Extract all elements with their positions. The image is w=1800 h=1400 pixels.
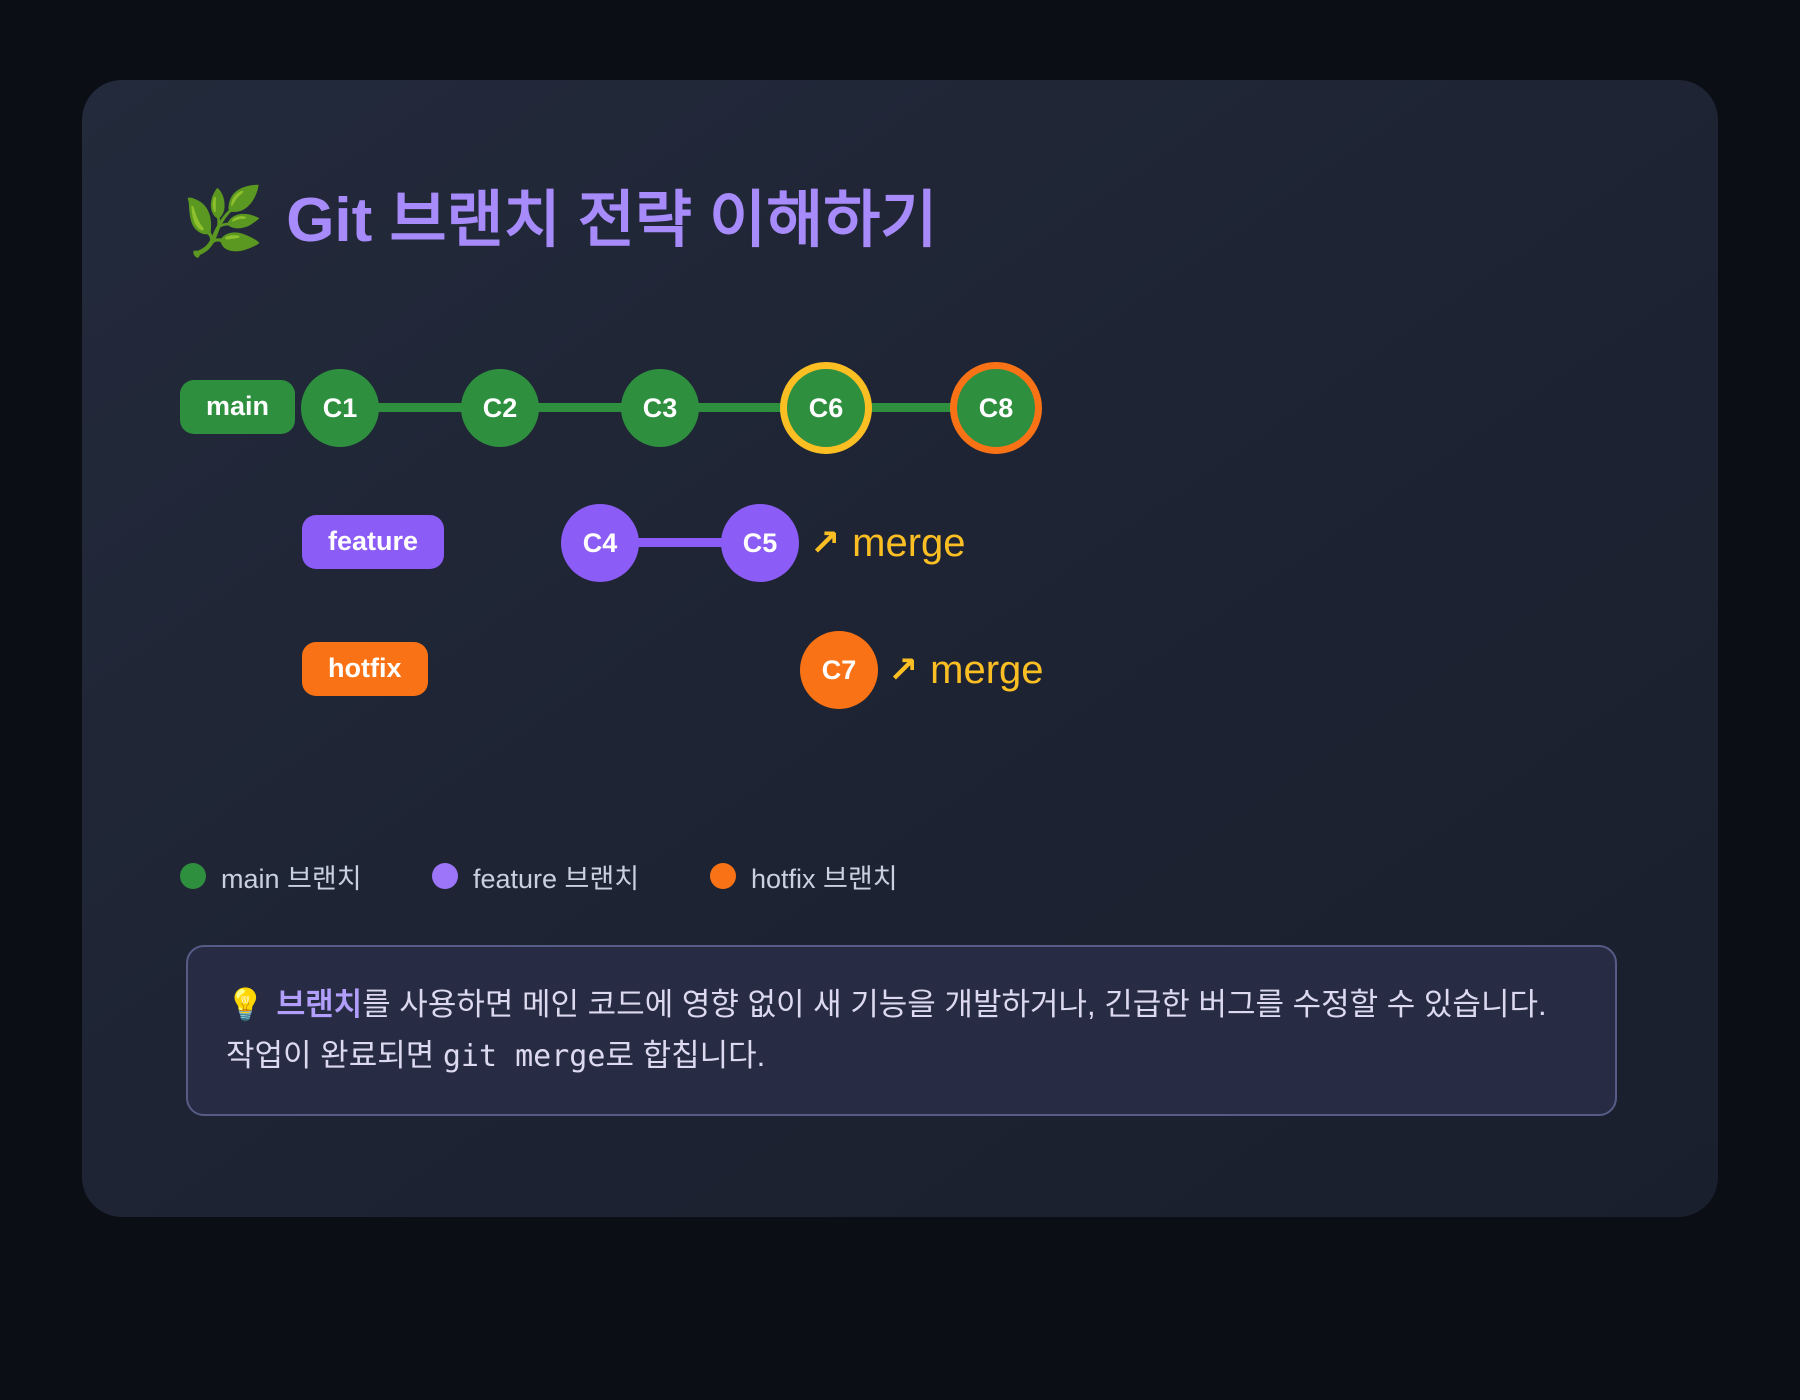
legend-item-main: main 브랜치 xyxy=(180,858,362,894)
commit-node-c5: C5 xyxy=(721,504,799,582)
tip-body-1: 를 사용하면 메인 코드에 영향 없이 새 기능을 개발하거나, 긴급한 버그를… xyxy=(226,987,1547,1074)
legend-item-hotfix: hotfix 브랜치 xyxy=(710,858,898,894)
tip-box: 💡 브랜치를 사용하면 메인 코드에 영향 없이 새 기능을 개발하거나, 긴급한… xyxy=(186,945,1617,1117)
feature-branch-line xyxy=(600,538,760,547)
legend-label-feature: feature 브랜치 xyxy=(473,863,640,894)
merge-arrow-icon: ↗ xyxy=(888,649,919,690)
commit-node-c4: C4 xyxy=(561,504,639,582)
main-branch-dot-icon xyxy=(180,863,206,889)
commit-node-c7: C7 xyxy=(800,631,878,709)
tip-highlight: 브랜치 xyxy=(276,987,363,1022)
feature-merge-text: merge xyxy=(852,520,966,565)
git-merge-code: git merge xyxy=(442,1039,606,1075)
feature-merge-label: ↗ merge xyxy=(810,516,966,570)
commit-node-c2: C2 xyxy=(461,369,539,447)
commit-node-c1: C1 xyxy=(301,369,379,447)
feature-branch-dot-icon xyxy=(432,863,458,889)
legend-label-main: main 브랜치 xyxy=(221,863,362,894)
tip-body-2: 로 합칩니다. xyxy=(605,1038,766,1074)
page-title-text: Git 브랜치 전략 이해하기 xyxy=(286,186,938,255)
commit-node-c8-merge-hotfix: C8 xyxy=(950,362,1042,454)
legend-item-feature: feature 브랜치 xyxy=(432,858,639,894)
page-title: 🌿 Git 브랜치 전략 이해하기 xyxy=(182,184,937,258)
hotfix-merge-text: merge xyxy=(930,647,1044,692)
git-branching-card: 🌿 Git 브랜치 전략 이해하기 main C1 C2 C3 C6 C8 fe… xyxy=(82,80,1718,1217)
commit-node-c6-merge-feature: C6 xyxy=(780,362,872,454)
git-graph: main C1 C2 C3 C6 C8 feature C4 C5 ↗ merg… xyxy=(82,80,1718,1217)
legend-label-hotfix: hotfix 브랜치 xyxy=(751,863,898,894)
hotfix-merge-label: ↗ merge xyxy=(888,643,1044,697)
lightbulb-emoji-icon: 💡 xyxy=(226,987,265,1022)
commit-node-c3: C3 xyxy=(621,369,699,447)
hotfix-branch-dot-icon xyxy=(710,863,736,889)
branch-label-feature: feature xyxy=(302,515,445,569)
branch-label-main: main xyxy=(180,380,296,434)
branch-label-hotfix: hotfix xyxy=(302,642,428,696)
herb-emoji-icon: 🌿 xyxy=(182,184,265,259)
merge-arrow-icon: ↗ xyxy=(810,522,841,563)
